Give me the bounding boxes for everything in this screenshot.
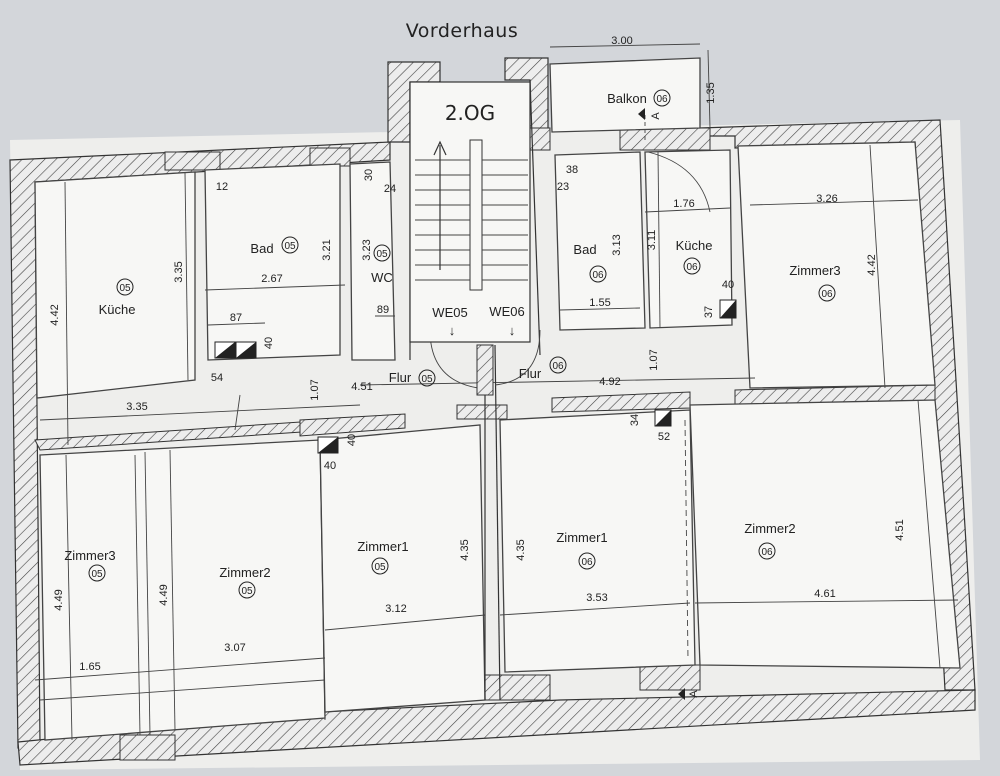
dim-bad05-b: 40 <box>263 337 275 349</box>
dim-kueche06-w: 1.76 <box>673 198 694 210</box>
room-num-zimmer1-06: 06 <box>581 557 593 568</box>
room-num-zimmer2-05: 05 <box>241 586 253 597</box>
dim-kueche05-h: 4.42 <box>49 304 61 325</box>
dim-flur06-w: 4.92 <box>599 376 620 388</box>
dim-bad05-c: 12 <box>216 181 228 193</box>
room-label-balkon: Balkon <box>607 91 647 106</box>
dim-bad06-b: 23 <box>557 181 569 193</box>
room-num-flur05: 05 <box>421 374 433 385</box>
section-marker-bottom: A <box>688 690 700 698</box>
room-label-zimmer1-05: Zimmer1 <box>357 539 408 554</box>
dim-shaft05-a: 40 <box>346 434 358 446</box>
dim-balkon-width: 3.00 <box>611 35 632 47</box>
dim-bad06-w: 1.55 <box>589 297 610 309</box>
room-num-kueche06: 06 <box>686 262 698 273</box>
dim-bad05-a: 87 <box>230 312 242 324</box>
room-label-zimmer3-06: Zimmer3 <box>789 263 840 278</box>
room-bad06 <box>554 151 646 331</box>
dim-wc05-b: 24 <box>384 183 396 195</box>
room-label-wc05: WC <box>371 270 393 285</box>
dim-shaft06-b: 52 <box>658 431 670 443</box>
dim-bad05-w: 2.67 <box>261 273 282 285</box>
dim-zimmer2-06-w: 4.61 <box>814 588 835 600</box>
dim-zimmer1-06-h: 4.35 <box>515 539 527 560</box>
room-num-zimmer3-06: 06 <box>821 289 833 300</box>
dim-zimmer1-05-h: 4.35 <box>459 539 471 560</box>
room-kueche05 <box>34 171 196 399</box>
room-label-bad05: Bad <box>250 241 273 256</box>
dim-flur06-h: 1.07 <box>648 349 660 370</box>
dim-flur05-w: 4.51 <box>351 381 372 393</box>
dim-zimmer2-06-h: 4.51 <box>894 519 906 540</box>
dim-zimmer3-06-w: 3.26 <box>816 193 837 205</box>
room-label-zimmer2-06: Zimmer2 <box>744 521 795 536</box>
room-zimmer1-05 <box>319 424 486 713</box>
dim-wc05-h: 3.23 <box>361 239 373 260</box>
room-kueche06 <box>644 149 733 329</box>
room-num-flur06: 06 <box>552 361 564 372</box>
dim-zimmer3-05-w: 1.65 <box>79 661 100 673</box>
room-label-zimmer3-05: Zimmer3 <box>64 548 115 563</box>
dim-zimmer1-05-w: 3.12 <box>385 603 406 615</box>
floor-label: 2.OG <box>445 101 495 125</box>
room-bad05 <box>204 163 341 361</box>
room-balkon <box>549 57 701 133</box>
room-label-zimmer2-05: Zimmer2 <box>219 565 270 580</box>
dim-shaft06-a: 34 <box>629 414 641 426</box>
room-zimmer2-06 <box>689 399 961 669</box>
dim-wc05-a: 30 <box>363 169 375 181</box>
room-num-bad05: 05 <box>284 241 296 252</box>
section-markers: A A <box>638 108 700 700</box>
dimension-labels: 3.00 1.35 4.42 3.35 3.35 12 2.67 3.21 87… <box>49 35 906 673</box>
room-label-flur06: Flur <box>519 366 542 381</box>
room-num-zimmer2-06: 06 <box>761 547 773 558</box>
room-num-bad06: 06 <box>592 270 604 281</box>
staircase <box>409 81 531 396</box>
arrow-down-icon: ↓ <box>509 323 516 338</box>
arrow-down-icon: ↓ <box>449 323 456 338</box>
room-zimmer1-06 <box>499 409 696 673</box>
room-label-kueche05: Küche <box>99 302 136 317</box>
dim-kueche06-b: 37 <box>703 306 715 318</box>
dim-zimmer3-05-h: 4.49 <box>53 589 65 610</box>
room-label-kueche06: Küche <box>676 238 713 253</box>
room-num-wc05: 05 <box>376 249 388 260</box>
rooms <box>34 57 961 741</box>
room-zimmer-west <box>39 439 326 741</box>
dim-bad06-a: 38 <box>566 164 578 176</box>
unit-label-we05: WE05 <box>432 305 467 320</box>
room-num-zimmer3-05: 05 <box>91 569 103 580</box>
room-labels: Küche 05 Bad 05 05 WC Flur 05 Zimmer3 05… <box>64 89 841 599</box>
dim-shaft05-b: 40 <box>324 460 336 472</box>
dim-zimmer2-05-h: 4.49 <box>158 584 170 605</box>
dim-zimmer1-06-w: 3.53 <box>586 592 607 604</box>
shafts <box>214 299 737 454</box>
room-wc05 <box>349 161 396 361</box>
dim-kueche06-a: 40 <box>722 279 734 291</box>
inner-walls <box>34 384 936 451</box>
dim-kueche06-h: 3.11 <box>646 230 658 251</box>
dim-wc05-w: 89 <box>377 304 389 316</box>
plan-title: Vorderhaus <box>406 20 518 42</box>
dim-bad06-h: 3.13 <box>611 234 623 255</box>
dim-zimmer2-05-w: 3.07 <box>224 642 245 654</box>
dim-flur05-a: 54 <box>211 372 223 384</box>
dim-kueche05-w: 3.35 <box>126 401 147 413</box>
room-label-bad06: Bad <box>573 242 596 257</box>
room-num-kueche05: 05 <box>119 283 131 294</box>
room-label-zimmer1-06: Zimmer1 <box>556 530 607 545</box>
unit-label-we06: WE06 <box>489 304 524 319</box>
room-num-balkon: 06 <box>656 94 668 105</box>
dim-balkon-depth: 1.35 <box>705 82 717 103</box>
section-marker-top: A <box>650 112 662 120</box>
dim-flur05-h: 1.07 <box>309 379 321 400</box>
dim-bad05-h: 3.21 <box>321 239 333 260</box>
room-label-flur05: Flur <box>389 370 412 385</box>
dim-zimmer3-06-h: 4.42 <box>866 254 878 275</box>
room-num-zimmer1-05: 05 <box>374 562 386 573</box>
dim-kueche05-h2: 3.35 <box>173 261 185 282</box>
